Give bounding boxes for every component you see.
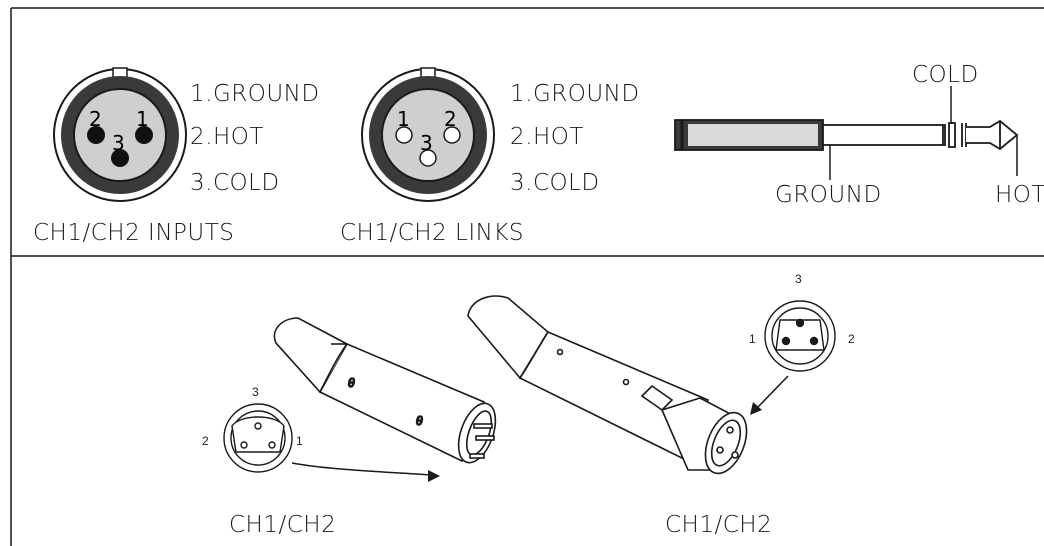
female-pin-label-3: 3 [795, 272, 802, 286]
diagram-frame [10, 7, 1044, 546]
female-pin-label-2: 2 [848, 332, 855, 346]
socket-3 [419, 149, 437, 167]
socket-1 [395, 126, 413, 144]
links-legend-ground: 1.GROUND [510, 81, 640, 107]
female-xlr-cable-icon [467, 295, 748, 475]
svg-text:θ: θ [348, 376, 355, 390]
xlr-link-connector-icon: 1 2 3 [361, 67, 495, 202]
links-caption: CH1/CH2 LINKS [340, 220, 524, 246]
pin-3 [111, 149, 129, 167]
trs-jack-plug-icon [674, 86, 1019, 180]
female-pin-label-1: 1 [749, 332, 756, 346]
pin-label-1: 1 [136, 107, 149, 131]
pin-2 [87, 126, 105, 144]
pin-label-2: 2 [89, 107, 102, 131]
inputs-legend-ground: 1.GROUND [190, 81, 320, 107]
male-xlr-caption: CH1/CH2 [229, 512, 336, 538]
jack-label-cold: COLD [912, 62, 979, 88]
links-legend-cold: 3.COLD [510, 170, 600, 196]
xlr-input-connector-icon: 2 1 3 [53, 67, 187, 202]
socket-label-3: 3 [420, 131, 433, 155]
socket-label-2: 2 [444, 107, 457, 131]
male-pin-label-1: 1 [296, 434, 303, 448]
pin-label-3: 3 [112, 131, 125, 155]
inputs-caption: CH1/CH2 INPUTS [33, 220, 234, 246]
male-pin-label-3: 3 [252, 385, 259, 399]
svg-text:θ: θ [416, 414, 423, 428]
male-pointer-arrow-icon [291, 462, 440, 482]
female-xlr-caption: CH1/CH2 [665, 512, 772, 538]
male-xlr-pinout-icon [223, 403, 293, 473]
jack-label-ground: GROUND [775, 182, 882, 208]
socket-label-1: 1 [397, 107, 410, 131]
links-legend-hot: 2.HOT [510, 124, 584, 150]
jack-label-hot: HOT [995, 182, 1044, 208]
pin-1 [135, 126, 153, 144]
inputs-legend-hot: 2.HOT [190, 124, 264, 150]
female-xlr-pinout-icon [764, 300, 836, 372]
inputs-legend-cold: 3.COLD [190, 170, 280, 196]
male-pin-label-2: 2 [202, 434, 209, 448]
socket-2 [443, 126, 461, 144]
female-pointer-arrow-icon [750, 375, 789, 415]
male-xlr-cable-icon: θ θ [273, 317, 497, 464]
